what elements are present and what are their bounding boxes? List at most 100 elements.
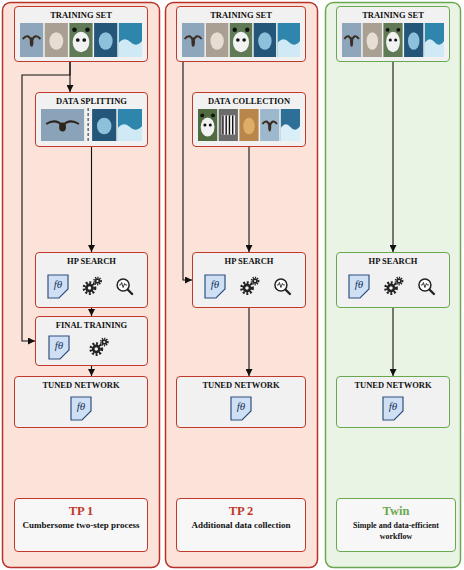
process-box: HP SEARCHfθ [336, 252, 450, 308]
thumbnail-image [278, 23, 300, 57]
thumbnail-ground [198, 109, 217, 141]
method-box: TP 2Additional data collection [176, 498, 306, 552]
thumbnail-image [363, 23, 382, 57]
animal-shape [97, 118, 112, 135]
box-fill [15, 377, 148, 428]
panda-ear [72, 27, 77, 32]
box-title: TRAINING SET [210, 7, 272, 21]
method-name: TP 2 [229, 499, 254, 519]
thumbnail-ground [230, 23, 252, 57]
signal-wave [421, 283, 429, 288]
thumbnail-ground [118, 109, 142, 141]
animal-shape [367, 32, 379, 50]
box-title: DATA SPLITTING [56, 93, 127, 107]
model-icon-outline [231, 397, 251, 420]
thumbnail-image [118, 109, 142, 141]
thumbnail-ground [363, 23, 382, 57]
thumbnail-ground [219, 109, 238, 141]
zebra-stripe [222, 115, 223, 134]
model-icon-outline [383, 397, 403, 420]
gear-body [243, 284, 252, 293]
signal-wave [119, 283, 127, 288]
panda-eye [203, 123, 206, 126]
thumbnail-ground [404, 23, 423, 57]
thumbnail-ground [20, 23, 43, 57]
gear-hole [254, 280, 256, 282]
thumbnail-ground [45, 23, 68, 57]
thumbnail-ground [182, 23, 204, 57]
wave-shape [281, 124, 300, 141]
gear-teeth [91, 344, 102, 355]
method-box: TwinSimple and data-efficient workflow [336, 498, 456, 552]
gear-symbol [101, 339, 108, 346]
thumbnail-ground [69, 23, 92, 57]
gear-hole [103, 341, 105, 343]
column-panel [326, 3, 461, 568]
box-fill [337, 253, 450, 308]
panda-head [201, 117, 215, 136]
process-box: FINAL TRAINING fθ [35, 316, 148, 366]
panda-eye [82, 38, 86, 42]
box-fill [193, 93, 306, 147]
wave-shape [425, 39, 444, 57]
thumbnail-image [41, 109, 84, 141]
model-icon-outline [48, 275, 68, 298]
process-box: TRAINING SET [176, 6, 306, 62]
signal-wave [277, 283, 285, 288]
box-fill [337, 377, 450, 428]
model-symbol: fθ [389, 401, 397, 416]
box-title: HP SEARCH [67, 253, 116, 267]
thumbnail-image [342, 23, 361, 57]
method-name: TP 1 [69, 499, 94, 519]
process-box: TUNED NETWORKfθ [14, 376, 148, 428]
box-fill [177, 377, 306, 428]
model-icon: fθ [382, 396, 404, 421]
box-title: TUNED NETWORK [202, 377, 279, 391]
thumbnail-image [219, 109, 238, 141]
thumbnail-image [425, 23, 444, 57]
panda-ear [396, 28, 400, 32]
thumbnail-image [45, 23, 68, 57]
thumbnail-ground [425, 23, 444, 57]
zebra-body [222, 115, 235, 134]
panda-ear [232, 28, 236, 32]
panda-ear [200, 113, 204, 117]
panda-eye [394, 38, 397, 41]
thumbnail-image [206, 23, 228, 57]
panda-ear [245, 28, 249, 32]
model-symbol: fθ [237, 401, 245, 416]
thumbnail-ground [254, 23, 276, 57]
thumbnail-image [198, 109, 217, 141]
box-title: HP SEARCH [225, 253, 274, 267]
gear-hole [398, 280, 400, 282]
animal-shape [210, 32, 223, 50]
box-title: FINAL TRAINING [56, 317, 127, 331]
model-icon: fθ [47, 274, 69, 299]
gear-symbol [396, 278, 403, 285]
process-box: HP SEARCHfθ [192, 252, 306, 308]
bird-body [30, 37, 34, 47]
process-box: DATA SPLITTING [35, 92, 148, 147]
thumbnail-image [281, 109, 300, 141]
thumbnail-ground [260, 109, 279, 141]
box-title: TUNED NETWORK [42, 377, 119, 391]
gear-body [387, 284, 396, 293]
gear-hole [88, 286, 92, 290]
thumbnail-ground [92, 109, 116, 141]
box-fill [177, 499, 306, 552]
bird-body [191, 37, 195, 47]
gear-hole [96, 280, 98, 282]
box-fill [36, 317, 148, 366]
thumbnail-ground [281, 109, 300, 141]
thumbnail-ground [94, 23, 117, 57]
model-symbol: fθ [55, 340, 63, 355]
wave-shape [118, 124, 142, 141]
model-icon: fθ [348, 274, 370, 299]
model-symbol: fθ [54, 279, 62, 294]
thumbnail-image [254, 23, 276, 57]
box-fill [36, 93, 148, 147]
box-fill [36, 253, 148, 308]
flow-arrow [91, 366, 92, 376]
thumbnail-image [239, 109, 258, 141]
